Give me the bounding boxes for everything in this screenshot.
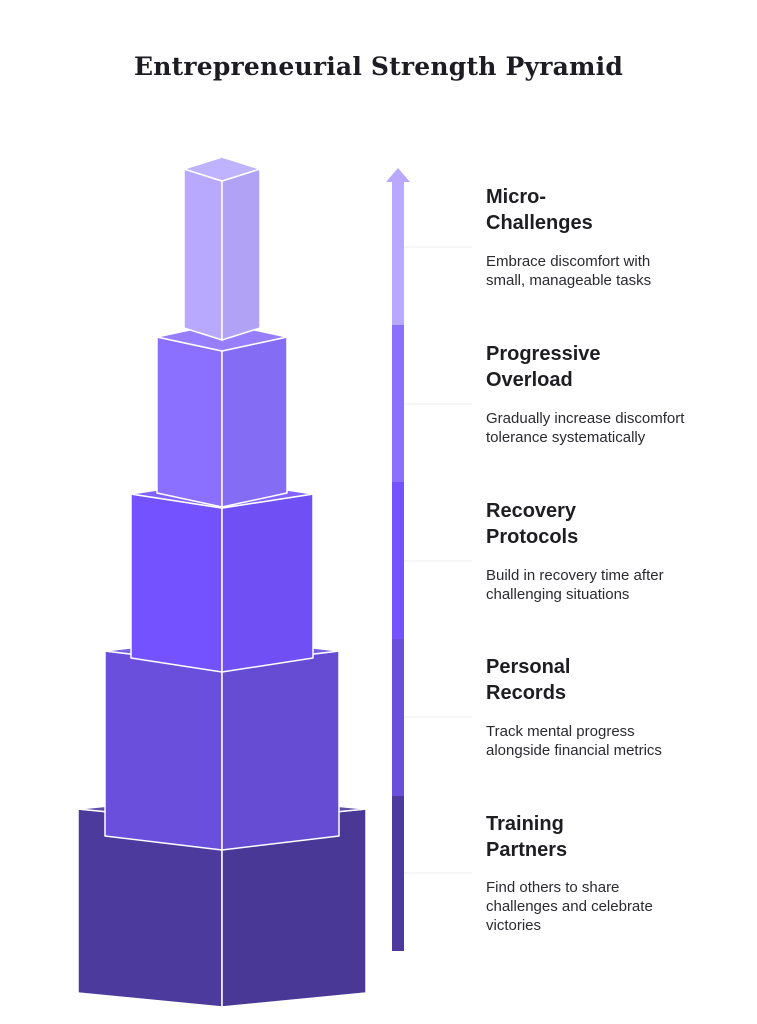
- block-left-face: [183, 168, 223, 341]
- progress-bar-segment: [392, 325, 404, 482]
- personal-records-heading-line1: Personal: [486, 656, 571, 678]
- recovery-protocols-description: Build in recovery time after challenging…: [486, 567, 664, 603]
- progress-bar-segment: [392, 482, 404, 639]
- training-partners-heading-line2: Partners: [486, 839, 568, 861]
- recovery-protocols-heading-line1: Recovery: [486, 500, 577, 522]
- block-top-face: [183, 156, 261, 182]
- training-partners-heading-line1: Training: [486, 813, 564, 835]
- block-right-face: [221, 493, 314, 673]
- dividers: [404, 246, 472, 874]
- page-title: Entrepreneurial Strength Pyramid: [133, 52, 624, 81]
- block-left-face: [130, 493, 223, 673]
- micro-challenges-heading: Micro- Challenges: [486, 184, 686, 236]
- recovery-protocols-block: [130, 479, 314, 673]
- progressive-overload-heading-line1: Progressive: [486, 343, 601, 365]
- progressive-overload-block: [156, 322, 288, 508]
- pyramid-blocks: [77, 156, 367, 1008]
- personal-records-description: Track mental progress alongside financia…: [486, 723, 662, 759]
- training-partners-description: Find others to share challenges and cele…: [486, 879, 653, 934]
- micro-challenges-block: [183, 156, 261, 341]
- block-right-face: [221, 650, 340, 851]
- personal-records-heading-line2: Records: [486, 682, 567, 704]
- block-right-face: [221, 168, 261, 341]
- recovery-protocols-heading-line2: Protocols: [486, 526, 579, 548]
- micro-challenges-description: Embrace discomfort with small, manageabl…: [486, 253, 652, 289]
- block-right-face: [221, 336, 288, 508]
- block-left-face: [104, 650, 223, 851]
- arrow-up-icon: [386, 168, 410, 182]
- micro-challenges-heading-line1: Micro-: [486, 186, 546, 208]
- block-left-face: [156, 336, 223, 508]
- progress-bar-segment: [392, 639, 404, 796]
- progressive-overload-description: Gradually increase discomfort tolerance …: [486, 410, 685, 446]
- progress-bar-segment: [392, 180, 404, 325]
- progressive-overload-heading-line2: Overload: [486, 369, 573, 391]
- micro-challenges-heading-line2: Challenges: [486, 212, 593, 234]
- progress-bar-segment: [392, 796, 404, 951]
- progress-bar: [386, 168, 410, 951]
